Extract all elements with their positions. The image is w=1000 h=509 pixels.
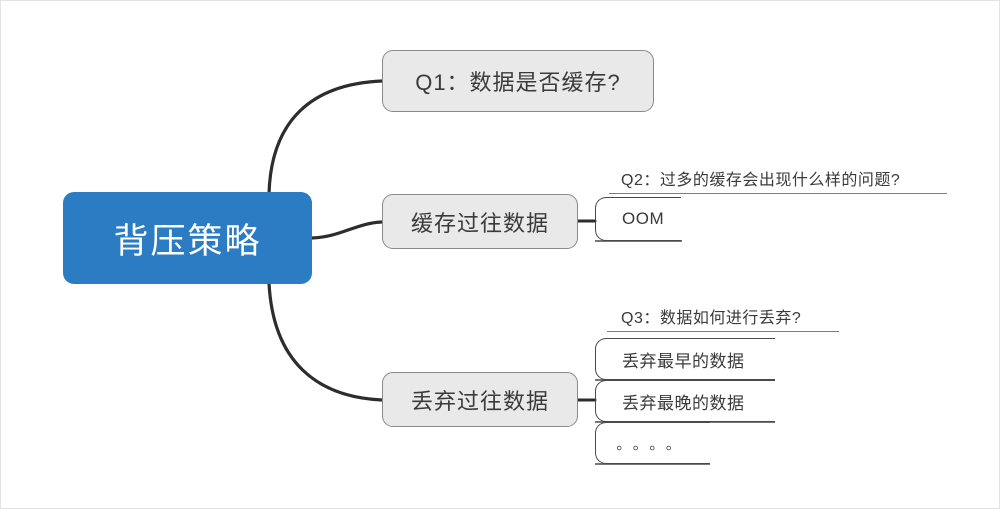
edge-root-to-q1 xyxy=(267,79,384,196)
leaf-node-ellipsis-label: 。。。。 xyxy=(616,435,690,453)
root-node[interactable]: 背压策略 xyxy=(63,192,312,284)
edge-root-to-cache xyxy=(310,220,384,240)
annotation-q3-underline xyxy=(607,331,839,332)
branch-node-q1[interactable]: Q1：数据是否缓存? xyxy=(382,50,654,112)
leaf-node-ellipsis[interactable]: 。。。。 xyxy=(595,422,710,464)
leaf-node-earliest-label: 丢弃最早的数据 xyxy=(622,351,745,371)
root-node-label: 背压策略 xyxy=(113,221,262,261)
leaf-node-oom[interactable]: OOM xyxy=(595,197,681,241)
leaf-node-oom-label: OOM xyxy=(622,209,665,228)
branch-node-q1-label: Q1：数据是否缓存? xyxy=(415,70,621,95)
edge-root-to-drop xyxy=(267,281,384,402)
leaf-node-earliest[interactable]: 丢弃最早的数据 xyxy=(595,338,775,380)
branch-node-drop[interactable]: 丢弃过往数据 xyxy=(382,372,578,427)
annotation-q2-underline xyxy=(609,193,947,194)
annotation-q3: Q3：数据如何进行丢弃? xyxy=(621,310,802,327)
branch-node-cache-label: 缓存过往数据 xyxy=(410,210,549,236)
leaf-node-latest-label: 丢弃最晚的数据 xyxy=(622,393,745,413)
annotation-q2: Q2：过多的缓存会出现什么样的问题? xyxy=(621,172,901,189)
branch-node-drop-label: 丢弃过往数据 xyxy=(410,388,549,414)
branch-node-cache[interactable]: 缓存过往数据 xyxy=(382,194,578,249)
leaf-node-latest[interactable]: 丢弃最晚的数据 xyxy=(595,380,775,422)
